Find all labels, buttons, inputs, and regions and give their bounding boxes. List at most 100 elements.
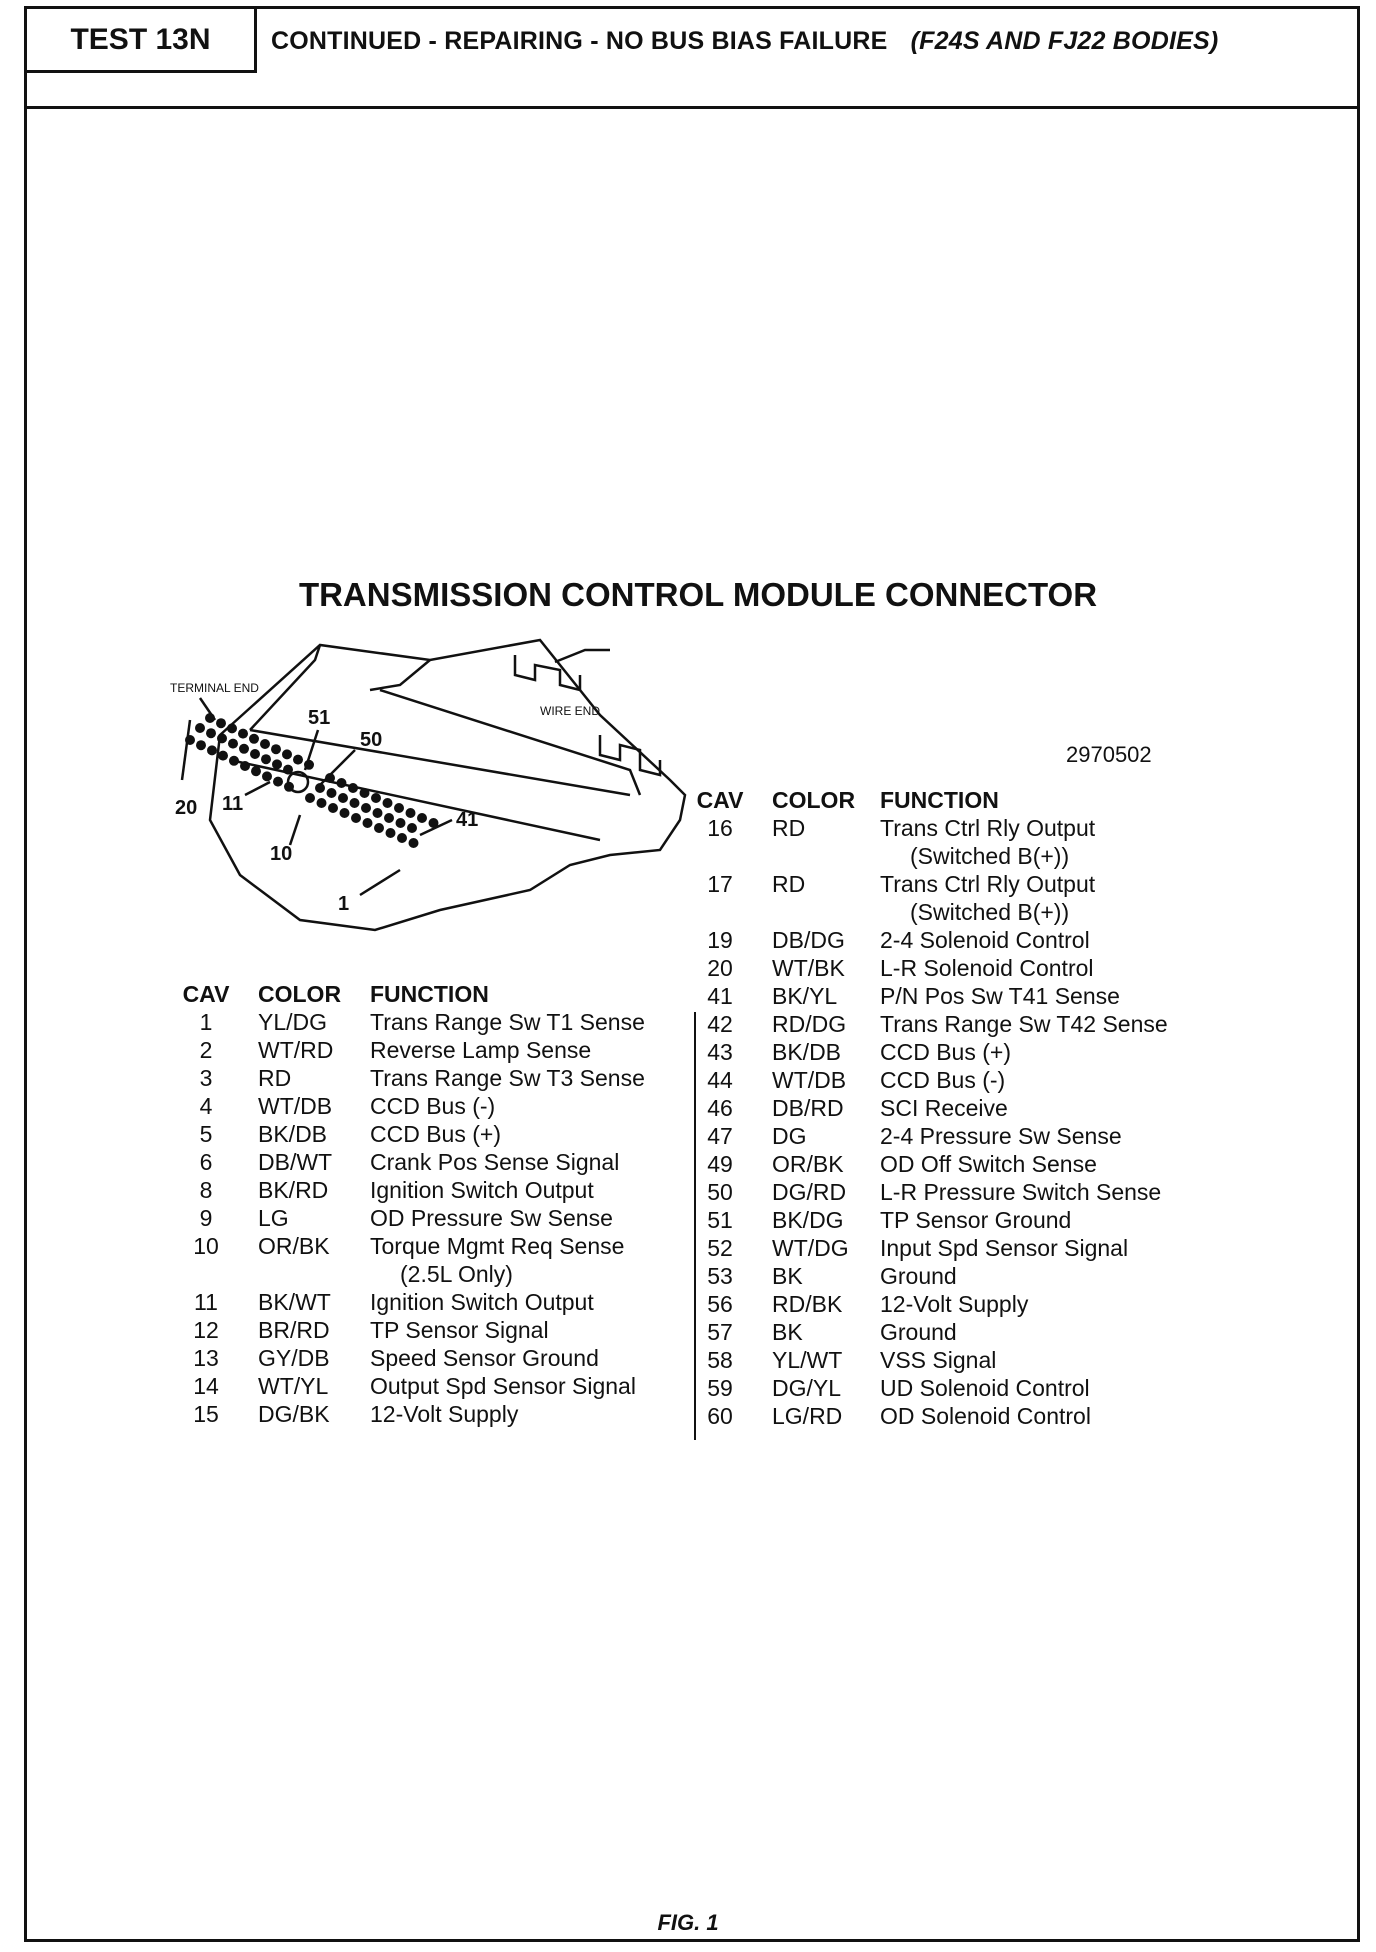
terminal-pin — [338, 793, 348, 803]
color-cell: BK/DG — [772, 1207, 844, 1233]
terminal-pin — [374, 823, 384, 833]
terminal-pin — [428, 818, 439, 828]
header-color: COLOR — [258, 981, 342, 1007]
table-row: 2 WT/RD Reverse Lamp Sense — [178, 1036, 678, 1064]
function-cell: OD Solenoid Control — [880, 1403, 1091, 1429]
cav-cell: 20 — [707, 955, 733, 981]
function-cell: 2-4 Pressure Sw Sense — [880, 1123, 1122, 1149]
latch-top — [513, 655, 582, 692]
terminal-pin — [397, 833, 407, 843]
color-cell: WT/RD — [258, 1037, 334, 1063]
function-cell: Torque Mgmt Req Sense — [370, 1233, 625, 1259]
header-color: COLOR — [772, 787, 856, 813]
function-cell: TP Sensor Ground — [880, 1207, 1072, 1233]
function-cell: CCD Bus (-) — [370, 1093, 496, 1119]
function-cell: Reverse Lamp Sense — [370, 1037, 592, 1063]
function-cell: L-R Solenoid Control — [880, 955, 1094, 981]
color-cell: BK — [772, 1319, 803, 1345]
function-cell: 12-Volt Supply — [370, 1401, 519, 1427]
cav-cell: 52 — [707, 1235, 733, 1261]
terminal-pin — [394, 803, 404, 813]
terminal-pin — [384, 813, 394, 823]
cav-cell: 6 — [199, 1149, 213, 1175]
terminal-pin — [315, 783, 325, 793]
color-cell: RD — [258, 1065, 292, 1091]
function-cell: OD Pressure Sw Sense — [370, 1205, 613, 1231]
cav-cell: 2 — [199, 1037, 213, 1063]
cav-cell: 3 — [199, 1065, 213, 1091]
function-cell: L-R Pressure Switch Sense — [880, 1179, 1162, 1205]
cav-cell: 1 — [199, 1009, 213, 1035]
table-row-continuation: (Switched B(+)) — [692, 898, 1212, 926]
cav-cell: 47 — [707, 1123, 733, 1149]
table-divider — [694, 1012, 696, 1440]
label-pin-11: 11 — [222, 793, 243, 815]
color-cell: DB/RD — [772, 1095, 844, 1121]
cav-cell: 12 — [193, 1317, 219, 1343]
color-cell: BR/RD — [258, 1317, 330, 1343]
color-cell: RD/DG — [772, 1011, 847, 1037]
label-pin-51: 51 — [308, 707, 330, 729]
terminal-pin — [282, 749, 292, 760]
color-cell: BK/DB — [772, 1039, 842, 1065]
latch-right — [598, 735, 662, 777]
terminal-pin — [206, 728, 216, 739]
terminal-pin — [240, 761, 250, 771]
terminal-pin — [304, 759, 314, 770]
terminal-pin — [261, 754, 271, 765]
function-cell-continued: (Switched B(+)) — [910, 843, 1070, 869]
color-cell: BK/YL — [772, 983, 838, 1009]
terminal-pin — [262, 771, 272, 782]
cav-cell: 56 — [707, 1291, 733, 1317]
cav-cell: 60 — [707, 1403, 733, 1429]
label-pin-20: 20 — [175, 797, 197, 819]
table-row-continuation: (2.5L Only) — [178, 1260, 678, 1288]
color-cell: DG/BK — [258, 1401, 330, 1427]
terminal-pin — [239, 743, 249, 754]
terminal-pin — [251, 766, 261, 777]
figure-title: TRANSMISSION CONTROL MODULE CONNECTOR — [298, 576, 1098, 613]
function-cell: Crank Pos Sense Signal — [370, 1149, 620, 1175]
terminal-pin — [325, 773, 335, 783]
terminal-pin — [283, 764, 293, 775]
terminal-pin — [218, 750, 228, 761]
header-bodies: (F24S AND FJ22 BODIES) — [910, 27, 1219, 55]
function-cell: 12-Volt Supply — [880, 1291, 1029, 1317]
label-pin-41: 41 — [456, 809, 478, 831]
cav-cell: 42 — [707, 1011, 733, 1037]
function-cell: UD Solenoid Control — [880, 1375, 1090, 1401]
color-cell: DB/WT — [258, 1149, 333, 1175]
color-cell: BK/WT — [258, 1289, 331, 1315]
function-cell: P/N Pos Sw T41 Sense — [880, 983, 1120, 1009]
terminal-pin — [271, 744, 281, 755]
color-cell: DG — [772, 1123, 807, 1149]
terminal-pin — [361, 803, 371, 813]
cav-cell: 11 — [194, 1289, 218, 1315]
cav-cell: 14 — [193, 1373, 219, 1399]
cav-cell: 16 — [707, 815, 733, 841]
cav-cell: 49 — [707, 1151, 733, 1177]
terminal-pin — [417, 813, 427, 823]
function-cell: Trans Ctrl Rly Output — [880, 815, 1096, 841]
cav-cell: 44 — [707, 1067, 733, 1093]
terminal-pin — [305, 793, 315, 803]
color-cell: BK/DB — [258, 1121, 328, 1147]
function-cell: CCD Bus (+) — [880, 1039, 1011, 1065]
terminal-pin — [195, 723, 205, 733]
cav-cell: 4 — [199, 1093, 213, 1119]
